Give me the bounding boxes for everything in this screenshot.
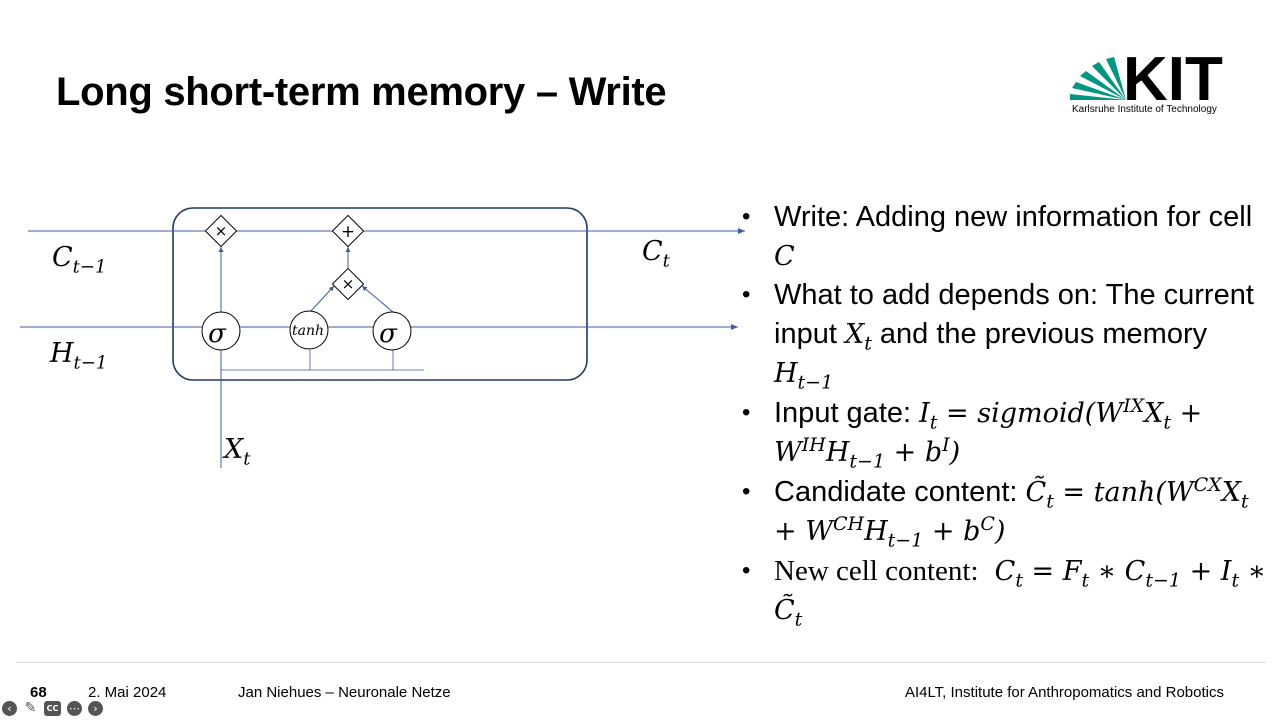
sigma-node-left: σ [201, 311, 241, 351]
add-gate: + [331, 214, 365, 248]
sigma-left-label: σ [208, 319, 227, 349]
tanh-node: tanh [289, 310, 329, 350]
lstm-cell-box [172, 207, 588, 381]
sigma-right-label: σ [379, 319, 398, 349]
footer-institute: AI4LT, Institute for Anthropomatics and … [904, 684, 1224, 701]
new-cell-formula: Ct = Ft ∗ Ct−1 + It ∗ C̃t [774, 555, 1267, 631]
footer-author: Jan Niehues – Neuronale Netze [238, 684, 451, 701]
presentation-controls: ‹ ✎ CC ⋯ › [2, 701, 103, 717]
bullet-write: Write: Adding new information for cell C [740, 198, 1270, 276]
multiply-gate-top: × [204, 214, 238, 248]
candidate-formula: C̃t = tanh(WCXXt + WCHHt−1 + bC) [774, 473, 1249, 552]
kit-logo: KIT [1070, 45, 1223, 114]
multiply-symbol: × [215, 222, 228, 240]
add-symbol: + [341, 222, 355, 242]
slide-title: Long short-term memory – Write [56, 70, 667, 114]
bullet-new-cell: New cell content: Ct = Ft ∗ Ct−1 + It ∗ … [740, 552, 1270, 631]
bullet-list: Write: Adding new information for cell C… [740, 198, 1270, 631]
more-icon[interactable]: ⋯ [67, 701, 82, 716]
multiply-gate-mid: × [331, 267, 365, 301]
x-in-label: Xt [224, 434, 251, 470]
page-number: 68 [30, 684, 47, 701]
multiply-symbol-mid: × [342, 275, 355, 293]
bullet-input-gate: Input gate: It = sigmoid(WIXXt + WIHHt−1… [740, 394, 1270, 473]
footer-date: 2. Mai 2024 [88, 684, 167, 701]
input-gate-formula: It = sigmoid(WIXXt + WIHHt−1 + bI) [774, 394, 1203, 473]
kit-logo-fan-icon [1070, 57, 1126, 100]
footer-divider [16, 662, 1266, 663]
c-prev-label: Ct−1 [52, 242, 107, 278]
lstm-diagram: × + × σ tanh σ [0, 190, 760, 490]
bullet-candidate: Candidate content: C̃t = tanh(WCXXt + WC… [740, 473, 1270, 552]
lstm-diagram-svg: × + × σ tanh σ [20, 207, 745, 468]
c-out-label: Ct [642, 236, 670, 272]
forward-icon[interactable]: › [88, 701, 103, 716]
tanh-label: tanh [292, 323, 324, 339]
kit-logo-caption: Karlsruhe Institute of Technology [1072, 104, 1217, 115]
captions-icon[interactable]: CC [44, 701, 61, 716]
sigma-node-right: σ [372, 311, 412, 351]
bullet-depends: What to add depends on: The current inpu… [740, 276, 1270, 394]
h-prev-label: Ht−1 [50, 338, 108, 374]
pen-icon[interactable]: ✎ [24, 700, 37, 716]
back-icon[interactable]: ‹ [2, 701, 17, 716]
kit-logo-text: KIT [1123, 45, 1223, 114]
